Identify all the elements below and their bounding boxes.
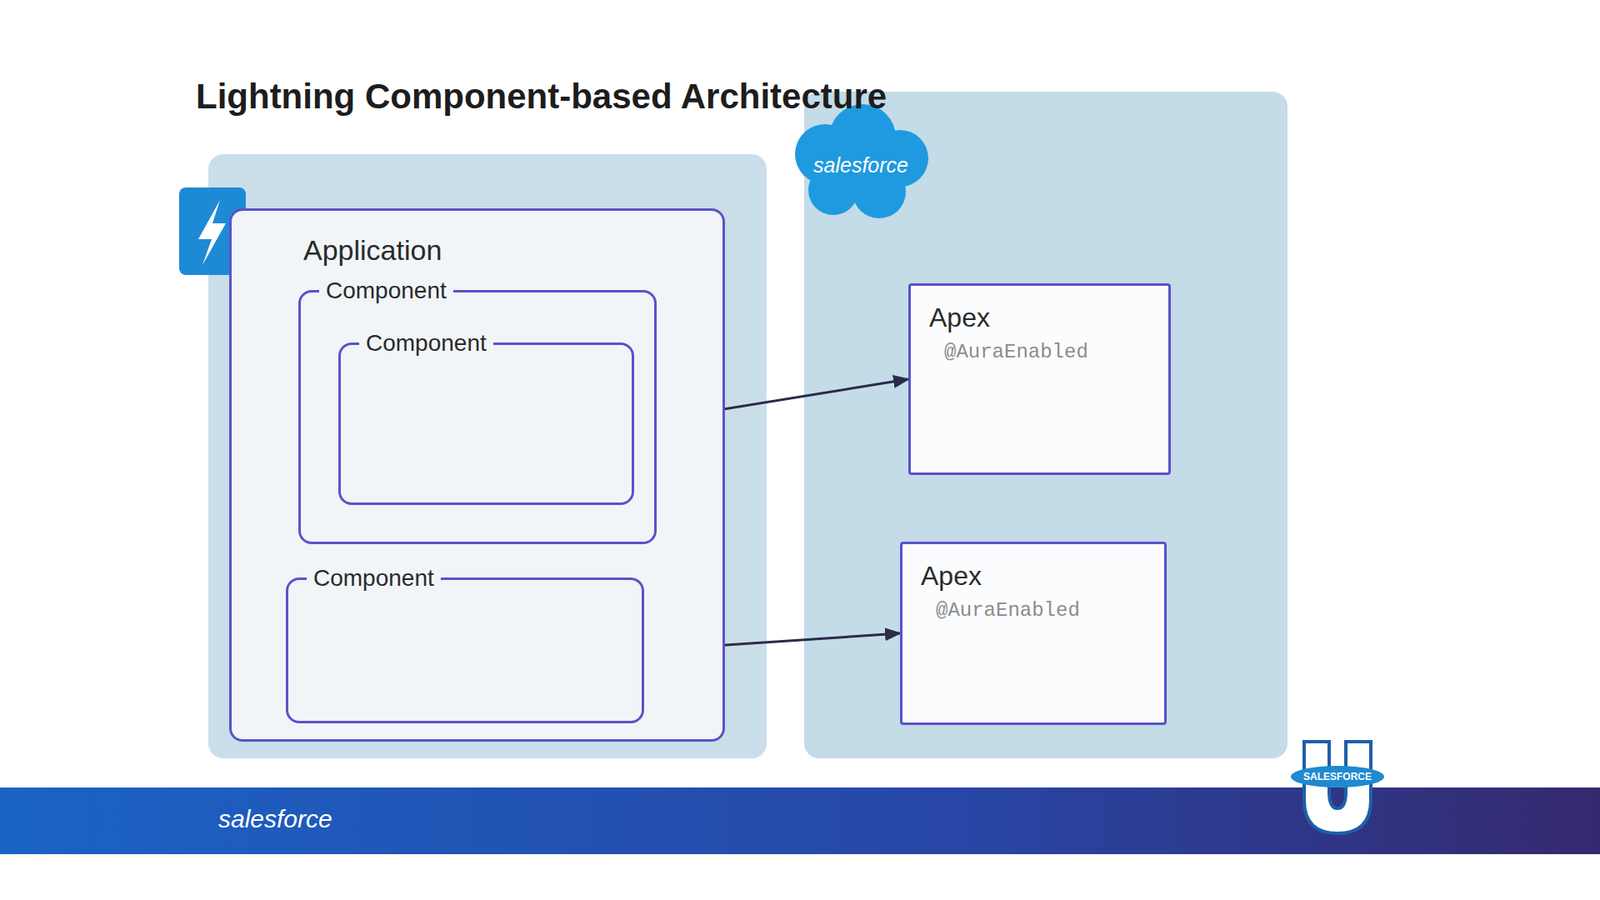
annotation-code: @AuraEnabled (944, 340, 1089, 364)
apex-box: Apex @AuraEnabled (900, 541, 1167, 725)
salesforce-cloud (795, 104, 929, 219)
logo-banner-text: SALESFORCE (1291, 770, 1384, 783)
footer-text: salesforce (218, 805, 333, 834)
university-logo (1290, 741, 1385, 834)
apex-box: Apex @AuraEnabled (908, 283, 1171, 475)
component-label: Component (319, 275, 454, 306)
component-box: Component (338, 342, 635, 505)
component-box: ComponentComponent (298, 290, 657, 545)
component-label: Component (359, 328, 494, 359)
left-panel (208, 154, 767, 759)
right-panel (804, 91, 1288, 759)
slide-title: Lightning Component-based Architecture (195, 76, 887, 117)
apex-title: Apex (929, 302, 990, 334)
application-label: Application (303, 234, 442, 267)
component-box: Component (285, 577, 645, 724)
annotation-code: @AuraEnabled (935, 599, 1080, 622)
logo-text: salesforce (798, 153, 924, 178)
component-label: Component (306, 563, 441, 594)
application-box: ApplicationComponentComponentComponent (229, 208, 725, 742)
apex-title: Apex (920, 560, 982, 592)
